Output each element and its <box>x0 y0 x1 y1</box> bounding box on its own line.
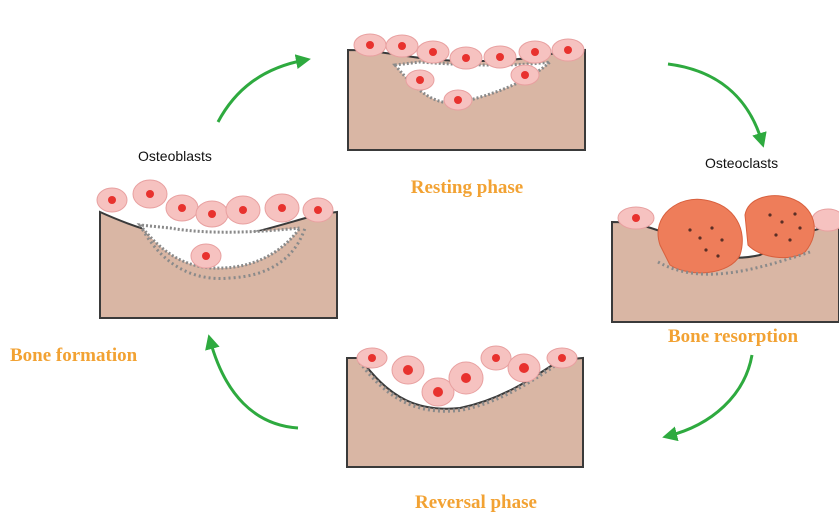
arrow-resting-to-resorption <box>668 64 762 142</box>
reversal-phase-block <box>347 346 583 467</box>
resting-phase-label: Resting phase <box>411 177 523 198</box>
bone-resorption-label: Bone resorption <box>668 326 798 347</box>
bone-formation-label: Bone formation <box>10 345 138 366</box>
reversal-phase-label: Reversal phase <box>415 492 537 513</box>
bone-resorption-block <box>612 196 839 322</box>
arrow-resorption-to-reversal <box>668 355 752 436</box>
arrow-formation-to-resting <box>218 60 305 122</box>
arrow-reversal-to-formation <box>210 340 298 428</box>
osteoclasts-label: Osteoclasts <box>705 155 778 171</box>
bone-formation-block <box>97 180 337 318</box>
resting-phase-block <box>348 34 585 150</box>
osteoblasts-label: Osteoblasts <box>138 148 212 164</box>
